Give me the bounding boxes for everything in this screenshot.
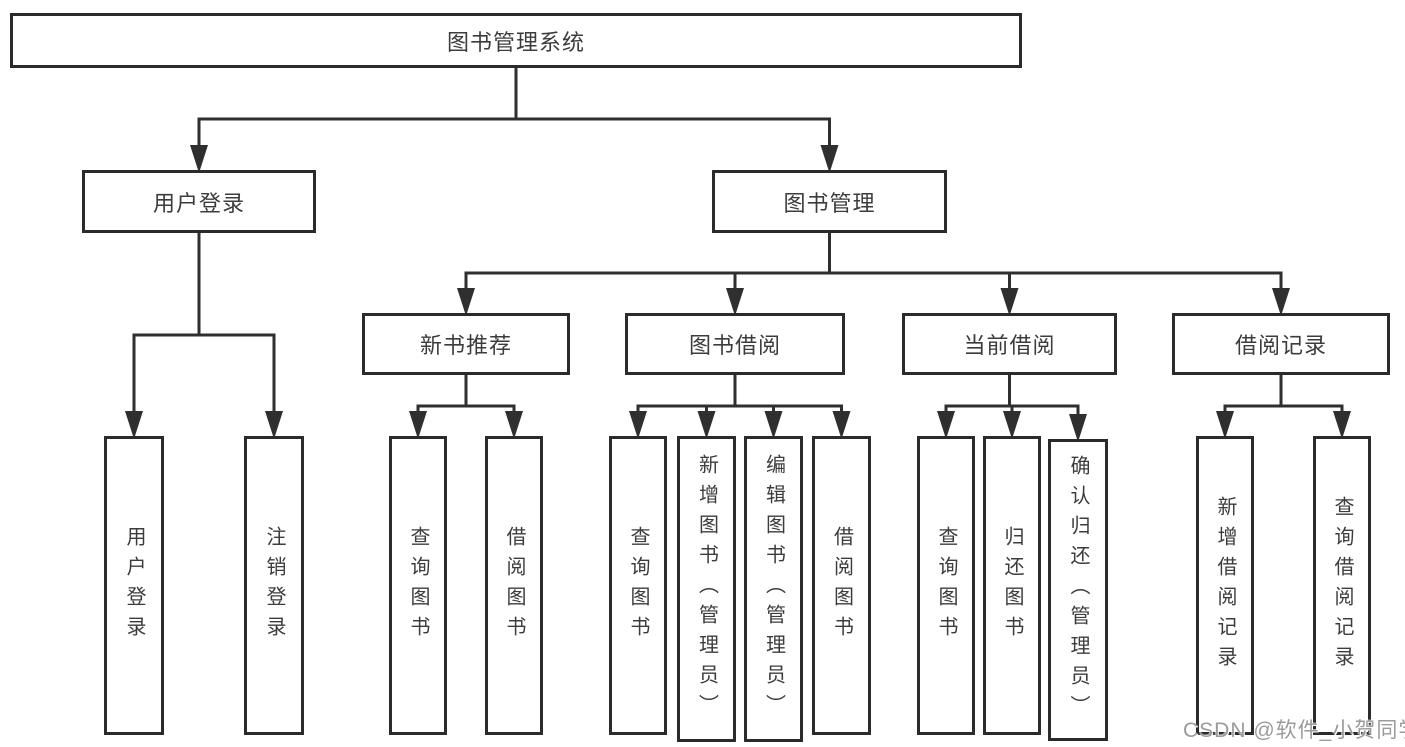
node-label-book-management: 图书管理 (783, 190, 876, 216)
node-borrow-record: 借阅记录 (1172, 313, 1390, 375)
arrowhead-icon (125, 411, 143, 439)
node-label-borrow-book-2: 借阅图书 (830, 525, 853, 646)
arrowhead-icon (457, 288, 475, 316)
arrowhead-icon (1272, 288, 1290, 316)
watermark: CSDN @软件_小贺同学 (1183, 719, 1405, 742)
node-label-new-book-recommend: 新书推荐 (419, 333, 512, 358)
node-label-query-book-2: 查询图书 (627, 525, 649, 646)
node-new-book-recommend: 新书推荐 (362, 313, 570, 375)
node-label-current-borrow: 当前借阅 (963, 333, 1056, 358)
node-label-user-login-leaf: 用户登录 (123, 525, 145, 646)
node-query-book-2: 查询图书 (609, 436, 667, 735)
node-label-confirm-return-admin: 确认归还（管理员） (1067, 455, 1089, 725)
arrowhead-icon (409, 411, 427, 439)
arrowhead-icon (1000, 288, 1019, 316)
node-return-book: 归还图书 (983, 436, 1041, 735)
arrowhead-icon (1333, 411, 1351, 439)
node-label-edit-book-admin: 编辑图书（管理员） (762, 454, 785, 724)
node-label-borrow-book-1: 借阅图书 (503, 525, 525, 646)
node-edit-book-admin: 编辑图书（管理员） (744, 436, 803, 742)
node-add-borrow-record: 新增借阅记录 (1196, 436, 1254, 735)
arrowhead-icon (265, 411, 283, 439)
node-label-user-login: 用户登录 (152, 190, 245, 216)
arrowhead-icon (937, 411, 955, 439)
node-current-borrow: 当前借阅 (902, 313, 1117, 375)
node-system: 图书管理系统 (10, 13, 1022, 68)
arrowhead-icon (820, 145, 839, 173)
node-label-add-borrow-record: 新增借阅记录 (1214, 495, 1236, 676)
node-confirm-return-admin: 确认归还（管理员） (1048, 439, 1108, 741)
node-label-query-borrow-record: 查询借阅记录 (1331, 495, 1353, 676)
arrowhead-icon (1003, 411, 1021, 439)
arrowhead-icon (832, 411, 851, 439)
node-label-book-borrow: 图书借阅 (688, 333, 781, 358)
node-label-add-book-admin: 新增图书（管理员） (695, 454, 718, 724)
node-borrow-book-1: 借阅图书 (485, 436, 543, 735)
arrowhead-icon (1216, 411, 1234, 439)
node-query-borrow-record: 查询借阅记录 (1313, 436, 1371, 735)
node-label-system: 图书管理系统 (446, 29, 585, 55)
arrowhead-icon (629, 411, 647, 439)
node-label-borrow-record: 借阅记录 (1234, 333, 1327, 358)
arrowhead-icon (190, 145, 208, 173)
arrowhead-icon (1069, 414, 1087, 442)
node-label-return-book: 归还图书 (1001, 525, 1023, 646)
node-label-query-book-3: 查询图书 (935, 525, 957, 646)
node-query-book-1: 查询图书 (389, 436, 447, 735)
node-book-management: 图书管理 (712, 170, 947, 233)
node-label-logout-leaf: 注销登录 (263, 525, 285, 646)
arrowhead-icon (764, 411, 783, 439)
node-query-book-3: 查询图书 (917, 436, 975, 735)
node-user-login-leaf: 用户登录 (104, 436, 164, 735)
node-borrow-book-2: 借阅图书 (812, 436, 871, 735)
node-book-borrow: 图书借阅 (625, 313, 845, 375)
arrowhead-icon (505, 411, 523, 439)
arrowhead-icon (697, 411, 716, 439)
node-add-book-admin: 新增图书（管理员） (677, 436, 736, 742)
node-logout-leaf: 注销登录 (244, 436, 304, 735)
node-label-query-book-1: 查询图书 (407, 525, 429, 646)
node-user-login: 用户登录 (82, 170, 316, 233)
arrowhead-icon (726, 288, 744, 316)
